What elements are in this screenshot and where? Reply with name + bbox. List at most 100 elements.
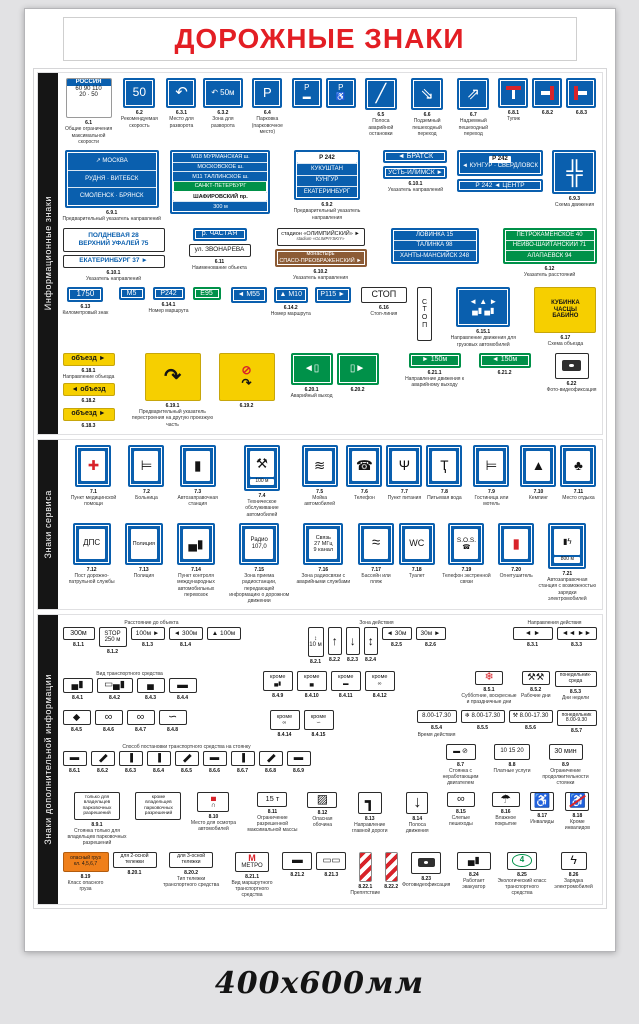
sign-text: ▄ bbox=[309, 680, 314, 687]
sign-code: 6.11 bbox=[214, 258, 225, 265]
sign-face: ▬ bbox=[286, 750, 311, 766]
sign-face: 10 15 20 bbox=[494, 743, 530, 760]
sign-code: 6.6 bbox=[423, 112, 431, 118]
sign-text: ↕ bbox=[314, 635, 317, 642]
sign: Е95 bbox=[192, 287, 221, 300]
sign-code: 6.21.2 bbox=[497, 369, 512, 376]
sign-panel: ▮ bbox=[504, 528, 529, 559]
sign-code: 6.8.2 bbox=[541, 110, 554, 116]
sign: P♿ bbox=[325, 78, 356, 108]
sign-8.4.9: кроме▄▮8.4.9 bbox=[262, 670, 293, 699]
hatched-shoulder-icon: ▨ bbox=[316, 792, 329, 807]
sign-text: МОСКОВСКОЕ ш. bbox=[173, 161, 268, 172]
sign-name: Опасная обочина bbox=[312, 815, 333, 828]
sign-text: О bbox=[421, 314, 428, 321]
sign-text: М5 bbox=[126, 289, 137, 297]
sign-face: ◄ БРАТСК bbox=[383, 150, 448, 163]
sign-face: ◄ объезд bbox=[62, 383, 115, 397]
sign-caption: 8.22.2 bbox=[384, 884, 398, 890]
section-label-text: Знаки сервиса bbox=[42, 490, 53, 559]
sign-face: р. ЧАСТАЯ bbox=[192, 227, 247, 241]
sign-text: S.O.S. bbox=[456, 536, 477, 544]
sign-8.4.7: ∞8.4.7 bbox=[126, 710, 155, 733]
sign-text: Т bbox=[422, 306, 427, 314]
sign-name: Схема объезда bbox=[547, 341, 584, 348]
sign-face: ☎ bbox=[346, 444, 383, 487]
sign-code: 8.11 bbox=[267, 808, 278, 815]
sign-text: 60 90 110 bbox=[75, 85, 102, 92]
sign-code: 7.19 bbox=[461, 566, 472, 573]
sign-text: стадион «ОЛИМПИЙСКИЙ» ► bbox=[281, 231, 360, 238]
sign-face bbox=[532, 78, 563, 108]
sign-8.4.8: ∽8.4.8 bbox=[158, 710, 187, 733]
sign-name: Направление движения для грузовых автомо… bbox=[450, 335, 516, 348]
sign-caption: 8.1.1 bbox=[73, 642, 84, 648]
sign-code: 6.2 bbox=[135, 110, 143, 116]
sign-6.18.3: объезд ►6.18.3 bbox=[62, 407, 115, 429]
sign-caption: 8.6.3 bbox=[125, 768, 136, 774]
sign-caption: 8.4.1 bbox=[72, 695, 83, 701]
sign-code: 8.5.5 bbox=[476, 725, 489, 732]
sign-face: ⚒100 м bbox=[243, 444, 280, 491]
sign-code: 8.4.2 bbox=[108, 694, 121, 701]
sign-name: Субботние, воскресные и праздничные дни bbox=[461, 692, 517, 705]
sign-text: РОССИЯ bbox=[66, 79, 111, 86]
sign-code: 6.13 bbox=[80, 304, 91, 310]
sign-code: 6.18.3 bbox=[81, 422, 96, 429]
sign-8.4.2: ▭▄▮8.4.2 bbox=[96, 677, 133, 701]
sign-text: БАБИНО bbox=[552, 313, 579, 320]
sign-face: ≈ bbox=[358, 522, 395, 565]
sign-code: 7.4 bbox=[258, 492, 266, 499]
sign-caption: 6.18.2 bbox=[82, 398, 96, 404]
sign-code: 8.25 bbox=[517, 871, 527, 878]
sign-code: 6.20.2 bbox=[350, 386, 365, 393]
sign-name: Класс опасного груза bbox=[67, 879, 104, 892]
sign-name: Направление объезда bbox=[62, 374, 115, 380]
sign-text: кл. 4,5,6,7 bbox=[73, 860, 98, 867]
sign-face: ⇘ bbox=[411, 78, 444, 110]
sign-text: ▮ϟ bbox=[562, 536, 572, 546]
sign-text: Р115 ► bbox=[320, 291, 346, 299]
parked-car-icon: ▬ bbox=[124, 753, 136, 763]
dead-end-icon bbox=[570, 82, 592, 104]
sign-code: 8.5.3 bbox=[569, 688, 582, 695]
sign-code: 8.5.7 bbox=[570, 728, 583, 735]
sign-face: ┓ bbox=[357, 791, 382, 814]
sign-text: ПОЛДНЕВАЯ 28 bbox=[88, 232, 139, 240]
sign-text: ◄ 150м bbox=[491, 356, 518, 364]
sign-name: Аварийный выход bbox=[290, 393, 333, 399]
sign-text: владельцев bbox=[83, 800, 111, 806]
sign-text: ↗ МОСКВА bbox=[95, 158, 128, 165]
underpass-stairs-icon: ⇘ bbox=[420, 84, 434, 103]
sign-face: ▬ bbox=[118, 750, 143, 766]
sign-text: кроме bbox=[304, 674, 320, 681]
sign-code: 6.19.2 bbox=[239, 402, 254, 409]
sign-8.4.12: кроме∞8.4.12 bbox=[364, 670, 395, 699]
